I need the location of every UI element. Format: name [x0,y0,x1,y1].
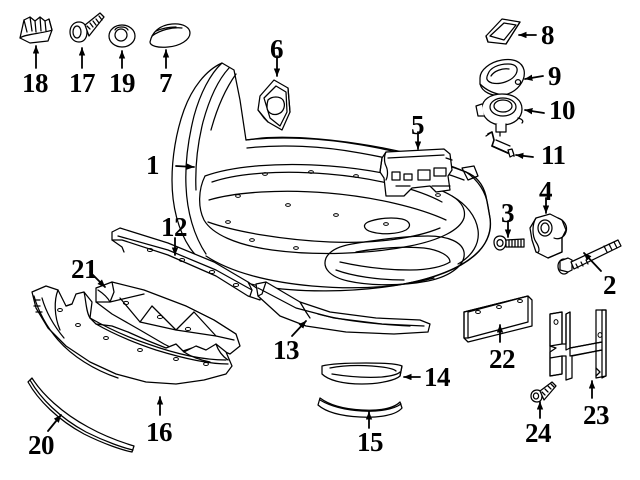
callout-label-12: 12 [161,212,188,242]
part-12-bumper-reinforcement-beam [111,227,263,301]
part-10-sensor-housing [475,93,524,137]
part-4-bracket-block [529,213,568,259]
part-19-grommet-washer [108,24,136,48]
leader-10 [524,108,545,115]
part-5-energy-absorber-bracket [379,148,453,197]
callout-label-23: 23 [583,400,610,430]
leader-21 [89,271,106,288]
callout-label-19: 19 [109,68,136,98]
part-6-side-support-bracket [257,79,291,131]
part-9-washer-nozzle-cover-inner [479,58,525,97]
part-2-long-bolt [557,239,622,275]
callout-label-22: 22 [489,344,516,374]
leader-2 [583,252,602,272]
leader-11 [515,152,534,160]
callout-label-6: 6 [270,34,284,64]
callout-label-15: 15 [357,427,384,457]
callout-label-7: 7 [159,68,173,98]
callout-label-14: 14 [424,362,451,392]
part-16-lower-valance-panel [31,285,233,385]
part-17-tapping-screw [69,12,105,43]
leader-1 [175,163,195,170]
part-3-short-bolt [493,235,525,251]
part-23-plate-mounting-frame [549,309,607,381]
callout-label-21: 21 [71,254,98,284]
callout-label-13: 13 [273,335,300,365]
callout-label-9: 9 [548,61,562,91]
callout-label-1: 1 [146,150,160,180]
leader-9 [524,74,544,81]
callout-label-4: 4 [539,176,553,206]
part-22-license-plate-bracket [463,295,533,343]
callout-label-5: 5 [411,110,425,140]
part-20-lower-spoiler-strip [27,377,135,453]
part-15-lower-lip-molding [317,397,403,418]
part-8-washer-nozzle-cover-outer [485,18,521,45]
callout-label-24: 24 [525,418,552,448]
callout-label-3: 3 [501,198,515,228]
callout-label-8: 8 [541,20,555,50]
callout-label-10: 10 [549,95,576,125]
leader-13 [291,320,307,337]
callout-label-17: 17 [69,68,96,98]
part-24-plate-screw [530,381,557,403]
part-21-air-deflector-panel [95,281,241,355]
part-11-retaining-clip-rod [485,131,515,158]
callout-label-11: 11 [541,140,566,170]
callout-label-2: 2 [603,270,617,300]
leader-20 [47,414,62,432]
callout-label-20: 20 [28,430,55,460]
part-14-center-lower-trim [321,362,403,385]
callout-leader-lines [32,31,602,432]
part-18-retainer-clip [19,16,53,44]
part-7-cover-cap [149,23,191,48]
callout-label-18: 18 [22,68,49,98]
callout-label-16: 16 [146,417,173,447]
